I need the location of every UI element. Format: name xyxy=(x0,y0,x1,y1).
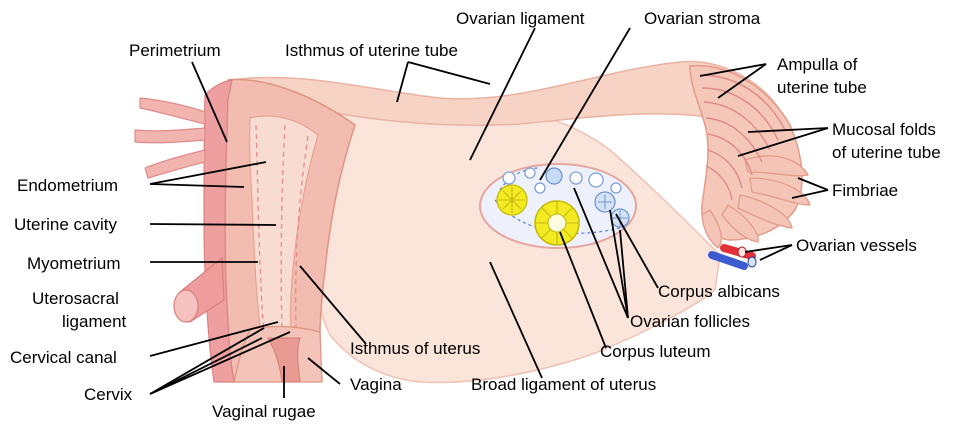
label-uterosacral-line1: Uterosacral xyxy=(32,289,119,308)
label-vaginal-rugae: Vaginal rugae xyxy=(212,402,316,421)
label-myometrium: Myometrium xyxy=(27,254,121,273)
label-vagina: Vagina xyxy=(350,375,402,394)
label-uterine-cavity: Uterine cavity xyxy=(14,215,117,234)
label-ovarian-ligament: Ovarian ligament xyxy=(456,9,585,28)
label-corpus-luteum: Corpus luteum xyxy=(600,342,711,361)
label-isthmus-of-uterus: Isthmus of uterus xyxy=(350,339,480,358)
label-endometrium: Endometrium xyxy=(17,176,118,195)
label-ampulla-line1: Ampulla of xyxy=(777,55,858,74)
label-ampulla-line2: uterine tube xyxy=(777,78,867,97)
label-mucosal-folds-line2: of uterine tube xyxy=(832,143,941,162)
label-ovarian-vessels: Ovarian vessels xyxy=(796,236,917,255)
label-cervix: Cervix xyxy=(84,385,133,404)
label-broad-ligament: Broad ligament of uterus xyxy=(471,375,656,394)
label-ovarian-follicles: Ovarian follicles xyxy=(630,312,750,331)
label-fimbriae: Fimbriae xyxy=(832,181,898,200)
label-perimetrium: Perimetrium xyxy=(129,41,221,60)
label-ovarian-stroma: Ovarian stroma xyxy=(644,9,761,28)
label-isthmus-of-uterine-tube: Isthmus of uterine tube xyxy=(285,41,458,60)
ovary xyxy=(480,164,636,248)
label-mucosal-folds-line1: Mucosal folds xyxy=(832,120,936,139)
label-cervical-canal: Cervical canal xyxy=(10,348,117,367)
label-corpus-albicans: Corpus albicans xyxy=(658,282,780,301)
label-uterosacral-line2: ligament xyxy=(62,312,127,331)
round-ligament-stub xyxy=(135,98,205,178)
illustration xyxy=(135,62,810,383)
